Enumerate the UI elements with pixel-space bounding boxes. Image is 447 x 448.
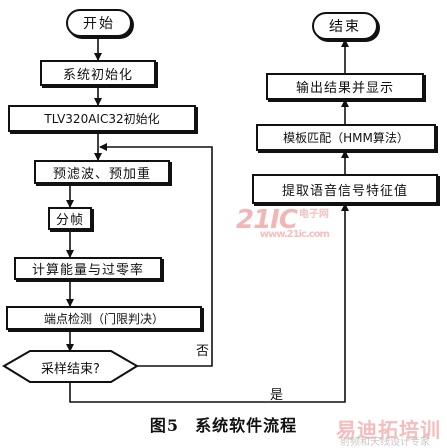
- template-match-box: 模板匹配（HMM算法）: [256, 124, 436, 151]
- endpoint-detect-box: 端点检测（门限判决）: [6, 306, 202, 330]
- figure-title: 系统软件流程: [195, 416, 298, 435]
- energy-zcr-box: 计算能量与过零率: [14, 257, 162, 280]
- arrow-yes-path: [69, 203, 349, 403]
- framing-box: 分帧: [48, 207, 92, 230]
- arrow-no-loop: [99, 143, 213, 367]
- prefilter-box: 预滤波、预加重: [34, 160, 170, 184]
- feature-extract-box: 提取语音信号特征值: [252, 174, 438, 204]
- output-box: 输出结果并显示: [266, 73, 424, 100]
- watermark-logo-domain: www.21ic.com: [259, 229, 330, 240]
- end-terminal: 结束: [312, 12, 378, 40]
- system-init-box: 系统初始化: [40, 60, 156, 86]
- figure-number: 图5: [149, 416, 180, 435]
- watermark-brand: 易迪拓培训: [336, 418, 441, 442]
- watermark-logo-sub: 电子网: [298, 209, 329, 220]
- decision-label: 采样结束?: [41, 362, 100, 377]
- edge-label-no: 否: [196, 344, 210, 359]
- watermark-logo-text: 21IC: [236, 205, 298, 235]
- watermark-brand-sub: 射频和天线设计专家: [340, 437, 430, 448]
- start-terminal: 开始: [66, 9, 132, 37]
- figure-caption: 图5 系统软件流程: [0, 412, 447, 436]
- decision-shape: [2, 350, 139, 383]
- edge-label-yes: 是: [270, 388, 284, 403]
- codec-init-box: TLV320AIC32初始化: [8, 105, 196, 132]
